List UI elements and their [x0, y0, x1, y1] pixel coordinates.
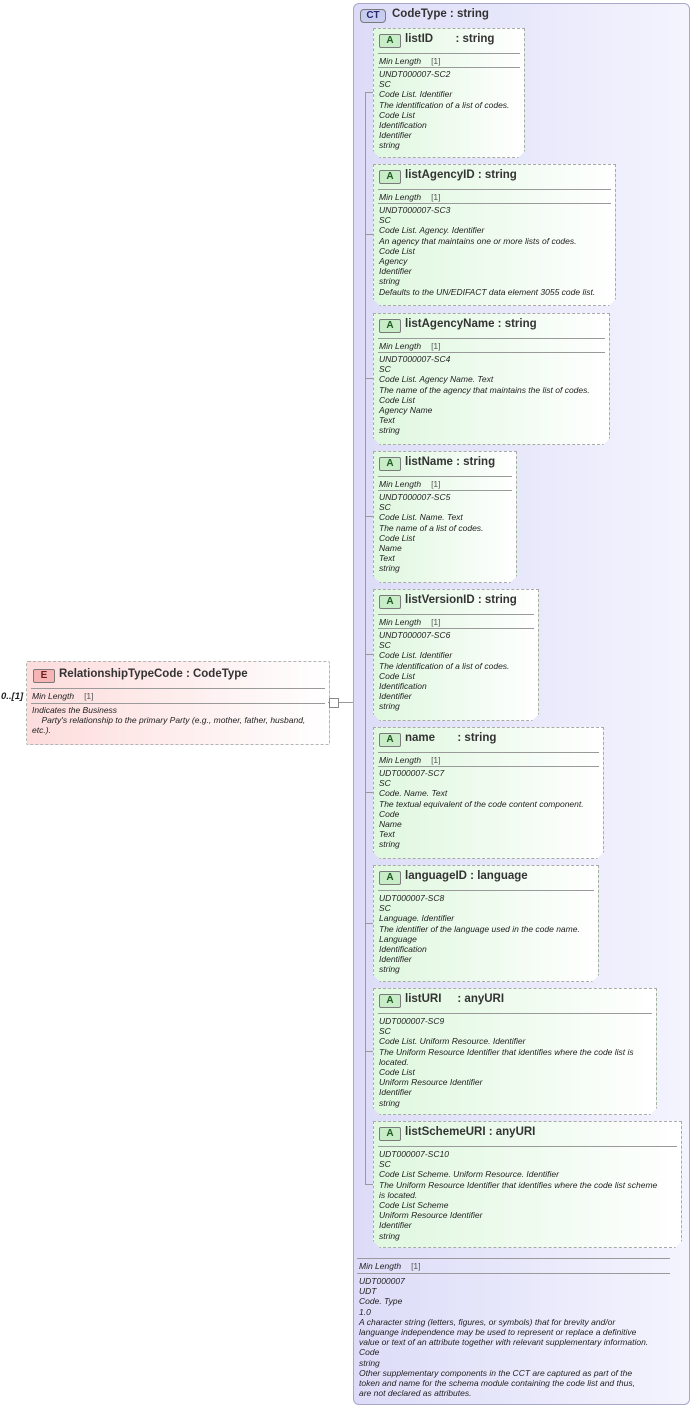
facet-label: Min Length — [379, 192, 422, 202]
branch-line — [365, 923, 373, 924]
facet-value: [1] — [431, 192, 441, 202]
element-badge: E — [33, 669, 55, 683]
attribute-documentation: UDT000007-SC10 SC Code List Scheme. Unif… — [379, 1149, 658, 1241]
divider — [378, 67, 520, 68]
facet-value: [1] — [431, 479, 441, 489]
divider — [378, 1146, 677, 1147]
facet-value: [1] — [411, 1261, 421, 1271]
attribute-title: listName : string — [405, 456, 496, 468]
attribute-badge: A — [379, 994, 401, 1008]
facet-label: Min Length — [32, 691, 75, 701]
attribute-documentation: UDT000007-SC8 SC Language. Identifier Th… — [379, 893, 580, 975]
divider — [378, 338, 605, 339]
facet-label: Min Length — [379, 617, 422, 627]
attribute-documentation: UNDT000007-SC5 SC Code List. Name. Text … — [379, 492, 484, 574]
attribute-title: name : string — [405, 732, 497, 744]
element-relationshiptypecode[interactable]: E RelationshipTypeCode : CodeType Min Le… — [26, 661, 330, 745]
element-title: RelationshipTypeCode : CodeType — [59, 668, 248, 680]
attribute-badge: A — [379, 871, 401, 885]
facet-label: Min Length — [379, 755, 422, 765]
attribute-documentation: UDT000007-SC9 SC Code List. Uniform Reso… — [379, 1016, 634, 1108]
divider — [378, 476, 512, 477]
divider — [378, 490, 512, 491]
attribute-facet: Min Length [1] — [379, 755, 441, 765]
attribute-title: listURI : anyURI — [405, 993, 505, 1005]
attribute-facet: Min Length [1] — [379, 192, 441, 202]
attribute-facet: Min Length [1] — [379, 479, 441, 489]
attribute-title: listAgencyName : string — [405, 318, 537, 330]
attribute-facet: Min Length [1] — [379, 56, 441, 66]
divider — [378, 752, 599, 753]
attribute-badge: A — [379, 1127, 401, 1141]
attribute-documentation: UNDT000007-SC3 SC Code List. Agency. Ide… — [379, 205, 596, 297]
tree-line — [365, 92, 366, 1184]
branch-line — [365, 378, 373, 379]
facet-label: Min Length — [379, 479, 422, 489]
multiplicity-label: 0..[1] — [1, 691, 24, 702]
facet-value: [1] — [431, 341, 441, 351]
attribute-documentation: UNDT000007-SC2 SC Code List. Identifier … — [379, 69, 510, 151]
divider — [378, 53, 520, 54]
branch-line — [365, 516, 373, 517]
divider — [31, 688, 325, 689]
facet-value: [1] — [431, 617, 441, 627]
element-facet: Min Length [1] — [32, 691, 94, 701]
attribute-documentation: UNDT000007-SC6 SC Code List. Identifier … — [379, 630, 510, 712]
attribute-badge: A — [379, 34, 401, 48]
complex-type-badge: CT — [360, 9, 386, 23]
connector-line — [339, 702, 366, 703]
complex-type-title: CodeType : string — [392, 8, 489, 20]
attribute-badge: A — [379, 595, 401, 609]
divider — [378, 766, 599, 767]
attribute-badge: A — [379, 733, 401, 747]
attribute-title: listSchemeURI : anyURI — [405, 1126, 536, 1138]
attribute-title: listVersionID : string — [405, 594, 517, 606]
collapse-toggle[interactable] — [329, 698, 339, 708]
divider — [378, 189, 611, 190]
complex-type-facet: Min Length [1] — [359, 1261, 421, 1271]
attribute-facet: Min Length [1] — [379, 341, 441, 351]
divider — [378, 628, 534, 629]
attribute-title: listID : string — [405, 33, 495, 45]
facet-label: Min Length — [359, 1261, 402, 1271]
divider — [378, 614, 534, 615]
branch-line — [365, 234, 373, 235]
divider — [31, 703, 325, 704]
branch-line — [365, 654, 373, 655]
element-documentation: Indicates the Business Party's relations… — [32, 705, 306, 736]
attribute-badge: A — [379, 319, 401, 333]
attribute-facet: Min Length [1] — [379, 617, 441, 627]
attribute-documentation: UNDT000007-SC4 SC Code List. Agency Name… — [379, 354, 590, 436]
facet-label: Min Length — [379, 341, 422, 351]
divider — [378, 890, 594, 891]
attribute-documentation: UDT000007-SC7 SC Code. Name. Text The te… — [379, 768, 584, 850]
branch-line — [365, 1184, 373, 1185]
branch-line — [365, 1051, 373, 1052]
complex-type-documentation: UDT000007 UDT Code. Type 1.0 A character… — [359, 1276, 649, 1399]
facet-label: Min Length — [379, 56, 422, 66]
facet-value: [1] — [431, 56, 441, 66]
branch-line — [365, 792, 373, 793]
divider — [378, 352, 605, 353]
divider — [357, 1258, 670, 1259]
divider — [378, 1013, 652, 1014]
attribute-badge: A — [379, 457, 401, 471]
attribute-title: languageID : language — [405, 870, 528, 882]
divider — [357, 1273, 670, 1274]
facet-value: [1] — [431, 755, 441, 765]
attribute-title: listAgencyID : string — [405, 169, 517, 181]
facet-value: [1] — [84, 691, 94, 701]
branch-line — [365, 92, 373, 93]
attribute-badge: A — [379, 170, 401, 184]
divider — [378, 203, 611, 204]
